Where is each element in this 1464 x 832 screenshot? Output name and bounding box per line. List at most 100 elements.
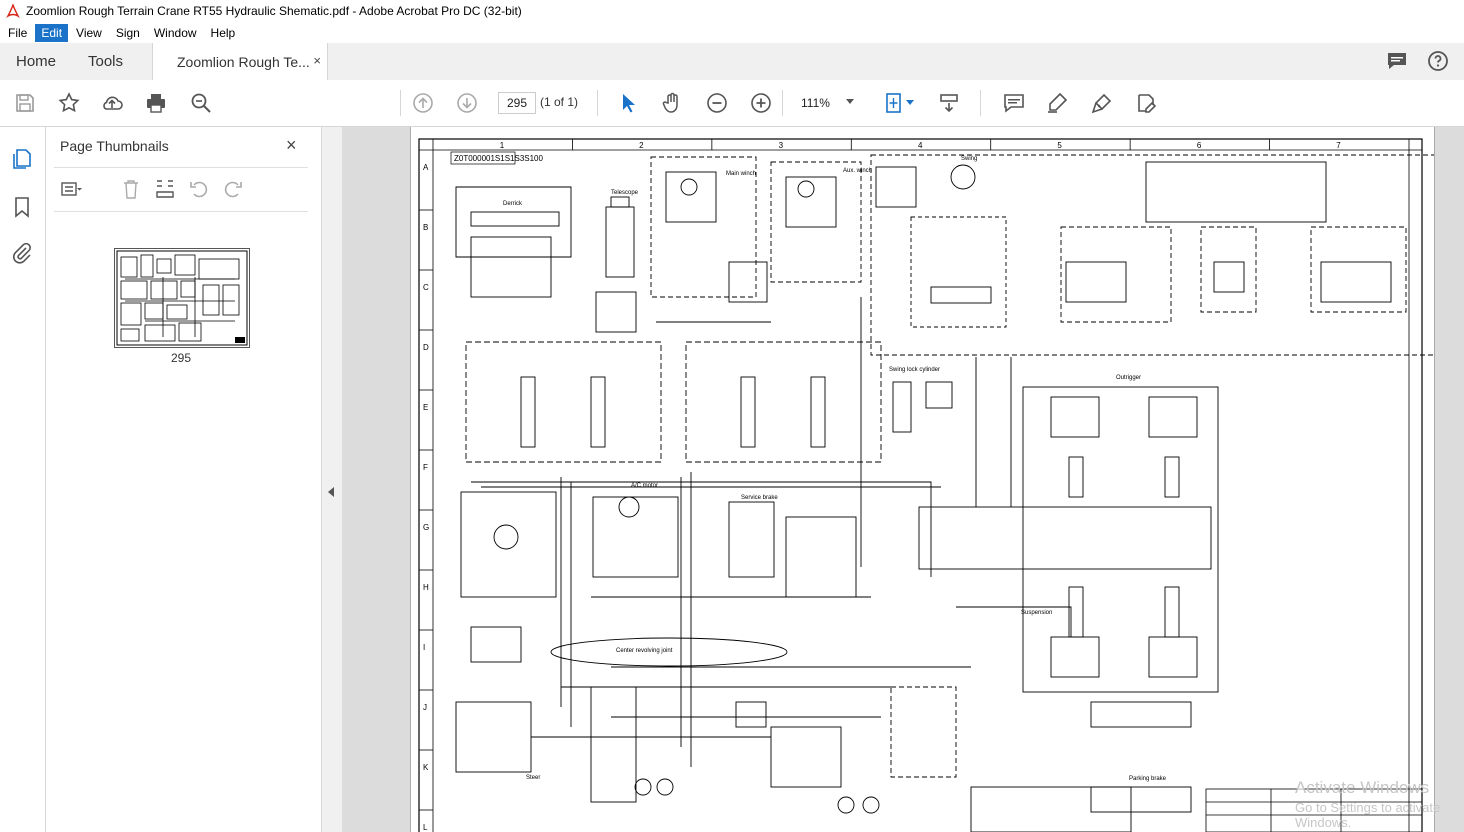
grid-column-label: 6	[1197, 141, 1202, 150]
schematic-label: Swing	[961, 156, 977, 162]
grid-column-label: 2	[639, 141, 644, 150]
grid-row-label: I	[423, 643, 425, 652]
grid-row-label: K	[423, 763, 429, 772]
grid-row-label: J	[423, 703, 427, 712]
save-icon[interactable]	[13, 91, 37, 115]
fit-page-icon[interactable]	[882, 91, 906, 115]
add-comment-icon[interactable]	[1002, 91, 1026, 115]
schematic-label: Swing lock cylinder	[889, 367, 940, 373]
bookmark-star-icon[interactable]	[57, 91, 81, 115]
previous-page-icon[interactable]	[411, 91, 435, 115]
fit-page-caret-icon[interactable]	[906, 100, 914, 105]
acrobat-icon	[6, 4, 20, 18]
toolbar-separator	[782, 90, 783, 116]
page-number-input[interactable]: 295	[498, 92, 536, 114]
tab-document-label: Zoomlion Rough Te...	[177, 54, 310, 70]
edit-pdf-icon[interactable]	[1134, 91, 1158, 115]
thumbnail-page-label: 295	[170, 351, 192, 365]
rotate-right-icon[interactable]	[222, 178, 244, 200]
menu-edit[interactable]: Edit	[35, 23, 69, 42]
page-thumbnails-icon[interactable]	[10, 147, 34, 171]
extract-page-icon[interactable]	[154, 178, 176, 200]
toolbar-separator	[400, 90, 401, 116]
zoom-in-icon[interactable]	[749, 91, 773, 115]
select-cursor-icon[interactable]	[617, 91, 641, 115]
toolbar-separator	[597, 90, 598, 116]
zoom-level-select[interactable]: 111%	[801, 96, 830, 110]
highlight-icon[interactable]	[1045, 91, 1069, 115]
menu-file[interactable]: File	[8, 25, 28, 40]
thumbnails-close-icon[interactable]: ×	[286, 135, 297, 155]
menu-help[interactable]: Help	[210, 25, 236, 40]
rotate-left-icon[interactable]	[188, 178, 210, 200]
thumbnail-options-icon[interactable]	[60, 178, 82, 200]
tab-document[interactable]: Zoomlion Rough Te... ×	[152, 43, 328, 81]
schematic-label: Derrick	[503, 201, 523, 207]
grid-row-label: H	[423, 583, 429, 592]
watermark-line1: Activate Windows	[1295, 778, 1430, 797]
tab-close-icon[interactable]: ×	[313, 53, 321, 68]
menu-window[interactable]: Window	[153, 25, 197, 40]
panel-collapse-handle[interactable]	[322, 127, 342, 832]
grid-row-label: L	[423, 823, 428, 832]
tab-tools[interactable]: Tools	[88, 53, 124, 70]
hand-tool-icon[interactable]	[660, 91, 684, 115]
print-icon[interactable]	[144, 91, 168, 115]
grid-row-label: C	[423, 283, 429, 292]
menu-view[interactable]: View	[76, 25, 102, 40]
schematic-label: Telescope	[611, 190, 639, 196]
drawing-number: Z0T000001S1S1S3S100	[454, 154, 544, 163]
thumbnail-schematic	[116, 250, 248, 346]
navigation-rail	[0, 127, 46, 832]
sign-pen-icon[interactable]	[1090, 91, 1114, 115]
main-toolbar	[0, 80, 1464, 127]
watermark-line2: Go to Settings to activate Windows.	[1295, 800, 1441, 830]
grid-column-label: 1	[500, 141, 505, 150]
schematic-label: Center revolving joint	[616, 648, 673, 654]
grid-column-label: 7	[1336, 141, 1341, 150]
grid-row-label: E	[423, 403, 428, 412]
activate-windows-watermark: Activate Windows Go to Settings to activ…	[1295, 778, 1464, 830]
page-thumbnail[interactable]	[114, 248, 250, 348]
collapse-arrow-icon[interactable]	[328, 487, 334, 497]
schematic-label: Main winch	[726, 171, 756, 177]
zoom-search-icon[interactable]	[189, 91, 213, 115]
schematic-label: Steer	[526, 775, 540, 781]
zoom-out-icon[interactable]	[705, 91, 729, 115]
grid-column-label: 3	[779, 141, 784, 150]
help-icon[interactable]	[1426, 49, 1450, 73]
grid-row-label: G	[423, 523, 429, 532]
thumbnails-panel: Page Thumbnails × 295	[46, 127, 322, 832]
menu-sign[interactable]: Sign	[115, 25, 140, 40]
tab-bar: Home Tools Zoomlion Rough Te... ×	[0, 43, 1464, 81]
zoom-caret-icon[interactable]	[846, 99, 854, 104]
tab-home[interactable]: Home	[16, 53, 57, 70]
delete-page-icon[interactable]	[120, 178, 142, 200]
comment-icon[interactable]	[1385, 49, 1409, 73]
schematic-label: Service brake	[741, 495, 778, 501]
attachments-icon[interactable]	[10, 241, 34, 265]
grid-row-label: A	[423, 163, 429, 172]
scrolling-mode-icon[interactable]	[937, 91, 961, 115]
next-page-icon[interactable]	[455, 91, 479, 115]
page-count: (1 of 1)	[540, 95, 579, 109]
grid-column-label: 4	[918, 141, 923, 150]
schematic-label: Parking brake	[1129, 776, 1167, 782]
panel-divider	[54, 167, 308, 168]
grid-column-label: 5	[1057, 141, 1062, 150]
menu-bar: File Edit View Sign Window Help	[0, 22, 1464, 43]
window-title: Zoomlion Rough Terrain Crane RT55 Hydrau…	[26, 4, 522, 18]
grid-row-label: D	[423, 343, 429, 352]
schematic-label: Suspension	[1021, 610, 1052, 616]
bookmarks-icon[interactable]	[10, 195, 34, 219]
toolbar-separator	[980, 90, 981, 116]
upload-icon[interactable]	[100, 91, 124, 115]
schematic-label: A/C motor	[631, 483, 658, 489]
title-bar: Zoomlion Rough Terrain Crane RT55 Hydrau…	[0, 0, 1464, 22]
grid-row-label: B	[423, 223, 428, 232]
panel-divider	[54, 211, 308, 212]
thumbnails-title: Page Thumbnails	[60, 138, 169, 154]
